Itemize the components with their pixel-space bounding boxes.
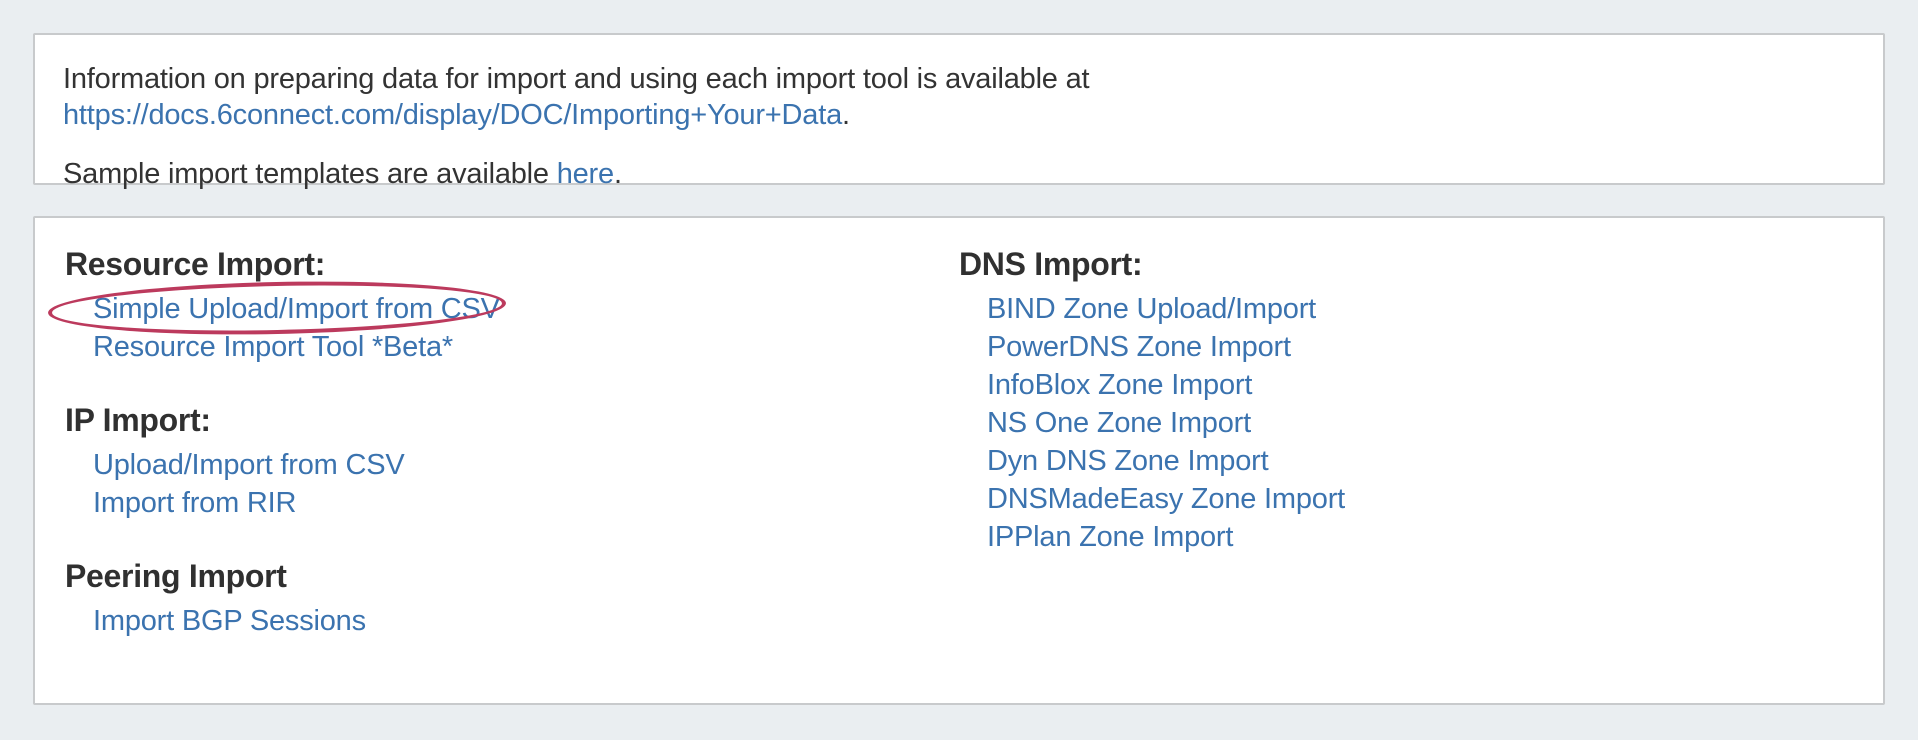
resource-import-heading: Resource Import: — [65, 246, 326, 282]
right-import-column: DNS Import: BIND Zone Upload/Import Powe… — [959, 246, 1853, 675]
list-item: PowerDNS Zone Import — [987, 328, 1853, 366]
list-item: DNSMadeEasy Zone Import — [987, 480, 1853, 518]
dnsmadeeasy-zone-import-link[interactable]: DNSMadeEasy Zone Import — [987, 483, 1346, 515]
info-line-2: Sample import templates are available he… — [63, 156, 1855, 192]
left-import-column: Resource Import: Simple Upload/Import fr… — [47, 246, 959, 675]
dns-import-heading: DNS Import: — [959, 246, 1143, 282]
ns-one-zone-import-link[interactable]: NS One Zone Import — [987, 407, 1251, 439]
list-item: Simple Upload/Import from CSV — [47, 277, 959, 339]
list-item: Import from RIR — [93, 484, 959, 522]
list-item: InfoBlox Zone Import — [987, 366, 1853, 404]
list-item: Resource Import Tool *Beta* — [93, 328, 959, 366]
info-line-1: Information on preparing data for import… — [63, 61, 1855, 133]
info-panel: Information on preparing data for import… — [33, 33, 1885, 190]
list-item: Dyn DNS Zone Import — [987, 442, 1853, 480]
list-item: NS One Zone Import — [987, 404, 1853, 442]
docs-url-link[interactable]: https://docs.6connect.com/display/DOC/Im… — [63, 99, 842, 131]
simple-upload-import-csv-link[interactable]: Simple Upload/Import from CSV — [93, 293, 500, 325]
list-item: IPPlan Zone Import — [987, 518, 1853, 556]
info-line-1-text: Information on preparing data for import… — [63, 63, 1090, 95]
dyn-dns-zone-import-link[interactable]: Dyn DNS Zone Import — [987, 445, 1269, 477]
infoblox-zone-import-link[interactable]: InfoBlox Zone Import — [987, 369, 1253, 401]
templates-here-link[interactable]: here — [556, 158, 614, 190]
ipplan-zone-import-link[interactable]: IPPlan Zone Import — [987, 521, 1234, 553]
import-from-rir-link[interactable]: Import from RIR — [93, 487, 297, 519]
ip-import-heading: IP Import: — [65, 402, 211, 438]
list-item: Upload/Import from CSV — [93, 446, 959, 484]
peering-import-heading: Peering Import — [65, 558, 287, 594]
peering-import-links: Import BGP Sessions — [65, 602, 959, 640]
bind-zone-upload-import-link[interactable]: BIND Zone Upload/Import — [987, 293, 1317, 325]
resource-import-links: Simple Upload/Import from CSV Resource I… — [47, 277, 959, 366]
import-panel: Resource Import: Simple Upload/Import fr… — [33, 216, 1885, 705]
resource-import-tool-beta-link[interactable]: Resource Import Tool *Beta* — [93, 331, 453, 363]
powerdns-zone-import-link[interactable]: PowerDNS Zone Import — [987, 331, 1291, 363]
dns-import-links: BIND Zone Upload/Import PowerDNS Zone Im… — [959, 290, 1853, 556]
import-bgp-sessions-link[interactable]: Import BGP Sessions — [93, 605, 366, 637]
list-item: Import BGP Sessions — [93, 602, 959, 640]
list-item: BIND Zone Upload/Import — [987, 290, 1853, 328]
info-line-2-period: . — [613, 158, 622, 190]
info-line-1-period: . — [842, 99, 850, 131]
upload-import-csv-link[interactable]: Upload/Import from CSV — [93, 449, 405, 481]
info-line-2-text: Sample import templates are available — [63, 158, 557, 190]
ip-import-links: Upload/Import from CSV Import from RIR — [65, 446, 959, 522]
